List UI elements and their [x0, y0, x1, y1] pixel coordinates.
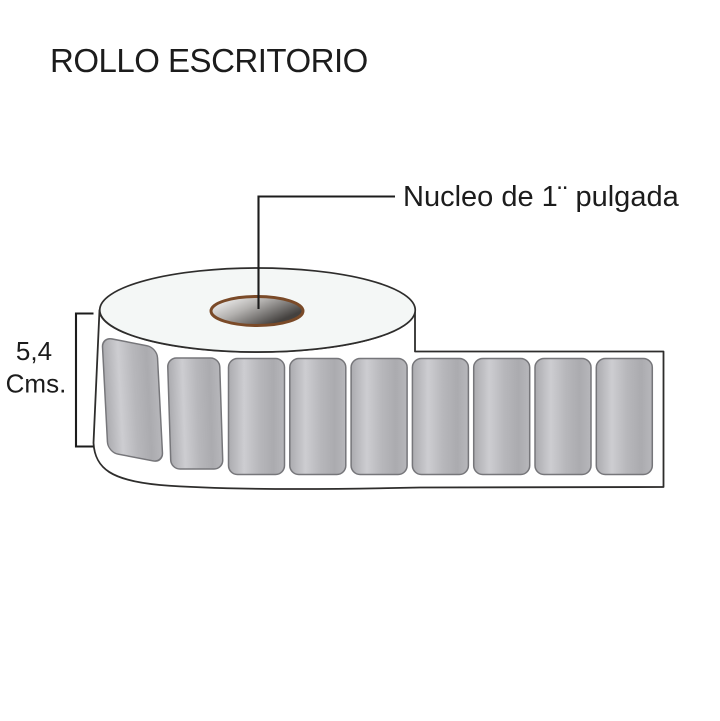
core-callout-label: Nucleo de 1¨ pulgada: [403, 181, 680, 213]
label-stickers-straight: [227, 357, 654, 476]
label-sticker: [289, 357, 347, 476]
label-sticker-tilted: [167, 357, 224, 470]
measurement-value: 5,4: [16, 336, 52, 366]
roll-core: [209, 295, 305, 327]
measurement-unit: Cms.: [6, 369, 67, 399]
label-sticker: [595, 357, 654, 476]
label-sticker: [472, 357, 531, 476]
label-sticker: [411, 357, 470, 476]
label-sticker: [227, 357, 286, 476]
height-bracket: [74, 312, 94, 448]
label-sticker: [350, 357, 408, 476]
label-sticker-curved: [101, 337, 164, 462]
label-sticker: [534, 357, 592, 476]
label-strip: [101, 337, 654, 476]
core-callout-line: [257, 195, 395, 309]
page-title: ROLLO ESCRITORIO: [50, 42, 368, 79]
